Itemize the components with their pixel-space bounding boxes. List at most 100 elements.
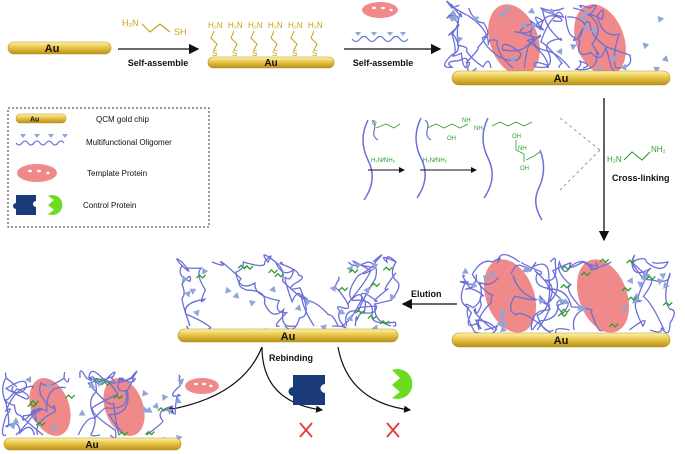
control-protein-green-rebind	[392, 369, 413, 399]
thiol-chain	[210, 30, 218, 51]
chip-rebound-label: Au	[85, 440, 98, 451]
crosslink-mark	[268, 269, 278, 274]
chip-imprinted: Au	[176, 254, 400, 343]
crosslink-mark	[118, 431, 129, 437]
thiol-chain	[250, 30, 258, 51]
chip-template-loaded: Au	[444, 0, 671, 86]
cross-linking-label: Cross-linking	[612, 173, 670, 183]
legend-chip-au: Au	[30, 117, 39, 124]
binding-site-triangle	[548, 7, 556, 14]
oligomer-strand	[2, 372, 36, 436]
binding-site-triangle	[472, 16, 480, 23]
rebound-mesh-with-template	[1, 370, 185, 443]
binding-site-triangle	[637, 281, 645, 288]
crosslink-mark	[237, 264, 248, 270]
template-protein-small-top	[362, 2, 398, 18]
binding-site-triangle	[329, 285, 337, 293]
binding-site-triangle	[142, 389, 149, 397]
binding-site-triangle	[632, 292, 640, 299]
binding-site-triangle	[653, 66, 661, 73]
binding-site-triangle	[556, 48, 563, 56]
binding-site-triangle	[496, 320, 503, 328]
oligomer-chain-top	[351, 32, 409, 43]
oligomer-strand	[332, 276, 350, 329]
crosslink-mark	[662, 301, 673, 307]
binding-site-triangle	[488, 270, 496, 277]
chem-nh-1: NH	[462, 118, 471, 124]
binding-site-triangle	[497, 314, 505, 322]
binding-site-triangle	[661, 55, 669, 62]
crosslink-mark	[627, 296, 638, 302]
oligomer-strand	[15, 386, 66, 436]
thiol-chain	[230, 30, 238, 51]
binding-site-triangle	[559, 297, 566, 305]
chip-crosslinked-template: Au	[451, 253, 675, 348]
oligomer-strand	[274, 261, 315, 327]
chip-thiol-label: Au	[264, 58, 277, 69]
crosslink-mark	[113, 394, 123, 400]
crosslink-mark	[274, 272, 285, 278]
binding-site-triangle	[521, 266, 529, 273]
binding-site-triangle	[562, 298, 570, 305]
crosslink-mark	[338, 286, 349, 292]
binding-site-triangle	[161, 394, 169, 402]
crosslink-mark	[621, 286, 632, 292]
crosslink-mark	[27, 402, 38, 408]
oligomer-strand	[235, 261, 289, 327]
oligomer-strand	[79, 370, 101, 437]
legend-item-gold-chip: Au QCM gold chip	[15, 113, 149, 124]
crosslink-mark	[608, 322, 619, 328]
legend-gold-chip-label: QCM gold chip	[96, 115, 149, 124]
elution-label: Elution	[411, 289, 442, 299]
binding-site-triangle	[88, 382, 96, 389]
binding-site-triangle	[501, 320, 508, 328]
thiol-amine-label: H₂N	[288, 21, 303, 30]
crosslink-mark	[645, 275, 656, 281]
arrow-self-assemble-2: Self-assemble	[344, 43, 442, 68]
binding-site-triangle	[456, 36, 464, 43]
thiol-amine-label: H₂N	[208, 21, 223, 30]
imprinted-mesh-cavities	[176, 254, 400, 335]
binding-site-triangle	[166, 408, 174, 415]
binding-site-triangle	[45, 380, 53, 388]
crosslink-chemistry-scheme: O H₂N⁄⁄NH₂ OH NH NH₂ H₂N⁄⁄NH₂ OH NH OH	[362, 117, 545, 221]
binding-site-triangle	[189, 288, 197, 295]
binding-site-triangle	[232, 292, 240, 299]
crosslink-mark	[354, 309, 365, 315]
oligomer-strand	[279, 261, 307, 331]
template-protein-rebind	[185, 378, 219, 394]
chem-oh-2: OH	[512, 134, 521, 140]
cysteamine-molecule: H₂N SH	[122, 18, 187, 37]
legend-item-template: Template Protein	[17, 164, 147, 182]
binding-site-triangle	[626, 277, 633, 285]
self-assemble-2-label: Self-assemble	[353, 58, 414, 68]
crosslink-mark	[561, 265, 572, 271]
binding-site-triangle	[520, 21, 528, 28]
oligomer-strand	[533, 7, 563, 69]
chem-oh-1: OH	[447, 136, 456, 142]
chip-template-label: Au	[554, 73, 569, 85]
thiol-chain	[270, 30, 278, 51]
oligomer-strand	[514, 16, 571, 69]
oligomer-strand	[464, 277, 499, 331]
binding-site-triangle	[610, 55, 618, 62]
binding-site-triangle	[590, 26, 598, 33]
binding-site-triangle	[225, 286, 232, 294]
binding-site-triangle	[174, 397, 182, 404]
crosslinked-mesh-with-template	[459, 253, 675, 337]
binding-site-triangle	[390, 293, 397, 301]
binding-site-triangle	[509, 57, 517, 64]
binding-site-triangle	[499, 309, 507, 316]
arrow-cross-linking: Cross-linking	[598, 98, 670, 242]
crosslink-mark	[557, 312, 568, 318]
oligomer-strand	[36, 371, 70, 436]
arrow-elution: Elution	[401, 289, 457, 310]
oligomer-strand	[462, 274, 495, 331]
binding-site-triangle	[371, 263, 379, 270]
crosslink-mark	[560, 283, 571, 289]
binding-site-triangle	[579, 15, 586, 23]
thiol-sulfur-label: S	[212, 49, 217, 58]
legend-template-label: Template Protein	[87, 169, 147, 178]
chem-nh-2: NH	[518, 146, 527, 152]
chip-crosslinked-label: Au	[554, 335, 569, 347]
